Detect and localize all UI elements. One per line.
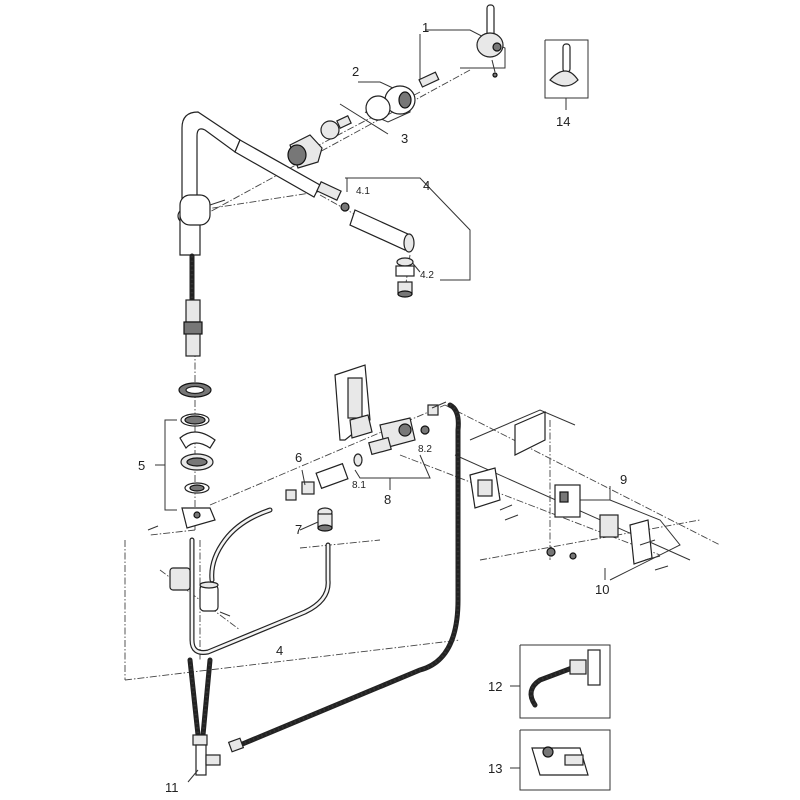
mounting-plate xyxy=(334,364,373,441)
label-part-7: 7 xyxy=(295,522,302,537)
label-part-12: 12 xyxy=(488,679,502,694)
label-part-10: 10 xyxy=(595,582,609,597)
part-4-1-connector xyxy=(316,181,350,212)
label-part-6: 6 xyxy=(295,450,302,465)
label-part-1: 1 xyxy=(422,20,429,35)
part-2-cover xyxy=(365,71,440,121)
label-part-5: 5 xyxy=(138,458,145,473)
faucet-body xyxy=(177,111,321,357)
label-part-9: 9 xyxy=(620,472,627,487)
label-part-8: 8 xyxy=(384,492,391,507)
part-13-angle-valve xyxy=(531,746,589,776)
bracket-parts xyxy=(169,567,219,612)
leader-lines xyxy=(155,29,681,791)
label-part-3: 3 xyxy=(401,131,408,146)
part-11-tee-valve xyxy=(192,734,245,776)
label-part-4-top: 4 xyxy=(423,178,430,193)
label-part-14: 14 xyxy=(556,114,570,129)
label-part-2: 2 xyxy=(352,64,359,79)
part-4-spray-head xyxy=(349,209,415,253)
hoses xyxy=(187,402,461,748)
part-4-2-aerator xyxy=(395,257,415,298)
label-part-8-2: 8.2 xyxy=(418,444,432,455)
part-5-seal-set xyxy=(178,382,216,529)
label-leaders xyxy=(187,98,606,783)
label-part-4-2: 4.2 xyxy=(420,270,434,281)
screws xyxy=(147,401,669,617)
label-part-4-bottom: 4 xyxy=(276,643,283,658)
part-10-control-box xyxy=(469,467,653,565)
label-part-8-1: 8.1 xyxy=(352,480,366,491)
part-8-valve xyxy=(353,404,439,467)
label-part-11: 11 xyxy=(165,780,179,795)
label-part-13: 13 xyxy=(488,761,502,776)
part-7-nut xyxy=(317,507,333,532)
part-14-handle-variant xyxy=(549,43,579,87)
part-3-cartridge xyxy=(287,115,352,169)
part-6-fitting xyxy=(285,462,349,501)
assembly-axes xyxy=(124,69,721,681)
callout-labels: 1 2 3 4 4.1 4.2 5 6 7 8 8.1 8.2 9 10 4 1… xyxy=(138,20,627,795)
part-1-lever-handle xyxy=(476,4,504,78)
part-12-connector-variant xyxy=(528,649,601,708)
label-part-4-1: 4.1 xyxy=(356,186,370,197)
